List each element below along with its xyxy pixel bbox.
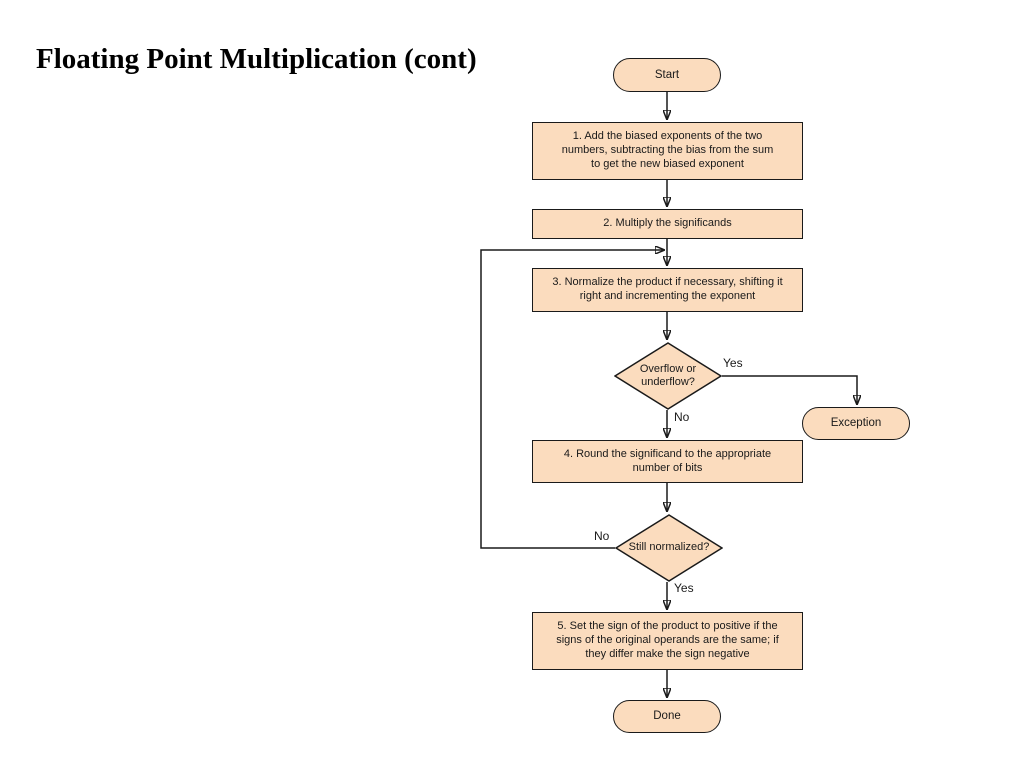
- process-step-2-label: 2. Multiply the significands: [603, 217, 732, 230]
- edge-label-overflow-yes: Yes: [723, 356, 743, 370]
- decision-still-normalized: Still normalized?: [615, 514, 723, 582]
- edge-label-overflow-no: No: [674, 410, 690, 424]
- edge-label-normalized-no: No: [594, 529, 610, 543]
- exception-node: Exception: [802, 407, 910, 440]
- done-node: Done: [613, 700, 721, 733]
- decision-overflow-label: Overflow or underflow?: [639, 362, 697, 388]
- connector-overflow-yes-exception: [722, 375, 857, 404]
- process-step-3: 3. Normalize the product if necessary, s…: [532, 268, 803, 312]
- start-node: Start: [613, 58, 721, 92]
- diamond-shape: [614, 342, 722, 410]
- process-step-2: 2. Multiply the significands: [532, 209, 803, 239]
- process-step-3-label: 3. Normalize the product if necessary, s…: [552, 276, 783, 302]
- connector-normalized-no-loopback: [480, 250, 664, 549]
- process-step-1-label: 1. Add the biased exponents of the two n…: [561, 130, 774, 170]
- process-step-1: 1. Add the biased exponents of the two n…: [532, 122, 803, 180]
- exception-node-label: Exception: [830, 417, 882, 430]
- diamond-shape: [615, 514, 723, 582]
- start-node-label: Start: [654, 68, 680, 81]
- slide-title: Floating Point Multiplication (cont): [36, 43, 477, 75]
- done-node-label: Done: [653, 710, 681, 723]
- decision-normalized-label: Still normalized?: [628, 541, 710, 554]
- edge-label-normalized-yes: Yes: [674, 581, 694, 595]
- process-step-5-label: 5. Set the sign of the product to positi…: [556, 620, 779, 660]
- process-step-4: 4. Round the significand to the appropri…: [532, 440, 803, 483]
- process-step-4-label: 4. Round the significand to the appropri…: [563, 447, 772, 474]
- decision-overflow-underflow: Overflow or underflow?: [614, 342, 722, 410]
- process-step-5: 5. Set the sign of the product to positi…: [532, 612, 803, 670]
